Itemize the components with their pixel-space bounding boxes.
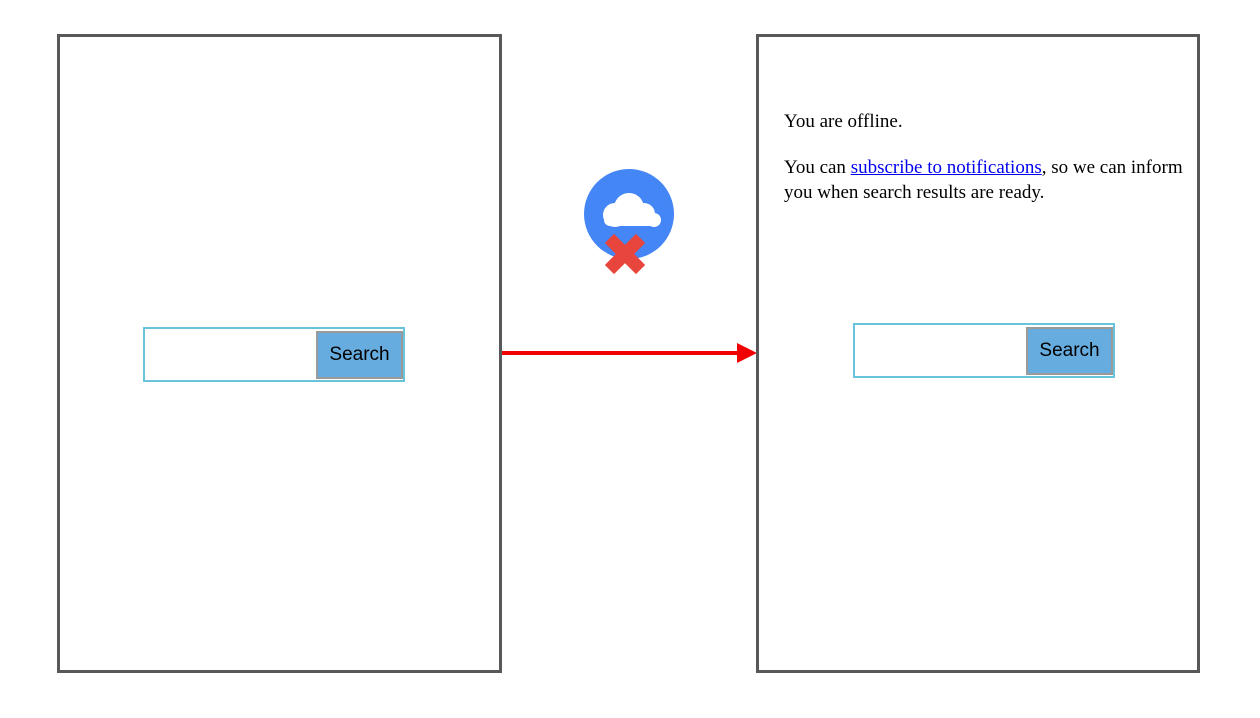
offline-notify-text: You can subscribe to notifications, so w… xyxy=(784,155,1184,205)
offline-status-text: You are offline. xyxy=(784,111,903,132)
search-button[interactable]: Search xyxy=(316,331,403,379)
cloud-icon xyxy=(603,193,661,227)
left-screen-frame: Search xyxy=(57,34,502,673)
search-input[interactable] xyxy=(855,325,1026,376)
search-form: Search xyxy=(143,327,405,382)
notify-text-prefix: You can xyxy=(784,157,851,178)
offline-message-block: You are offline. You can subscribe to no… xyxy=(784,109,1184,226)
right-screen-frame: You are offline. You can subscribe to no… xyxy=(756,34,1200,673)
search-button[interactable]: Search xyxy=(1026,327,1113,375)
search-form: Search xyxy=(853,323,1115,378)
arrowhead-icon xyxy=(737,343,757,363)
x-icon xyxy=(604,233,646,275)
subscribe-link[interactable]: subscribe to notifications xyxy=(850,157,1042,178)
offline-cloud-icon xyxy=(584,169,674,275)
flow-arrow xyxy=(502,343,757,363)
search-input[interactable] xyxy=(145,329,316,380)
notify-text-suffix: , so we can inform you when search resul… xyxy=(784,157,1183,203)
